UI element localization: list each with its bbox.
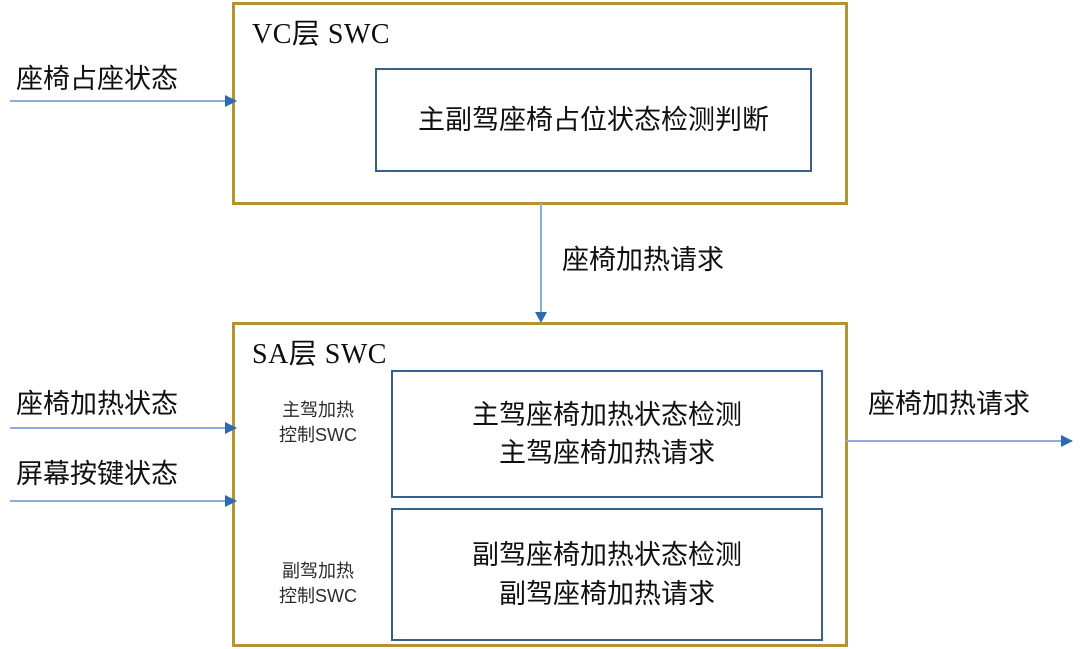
vc-layer-title: VC层 SWC — [252, 19, 391, 50]
driver-heating-swc-label-line2: 控制SWC — [279, 424, 357, 445]
arrow-screen-key-status — [10, 495, 237, 507]
driver-seat-heating-request-text: 主驾座椅加热请求 — [499, 438, 715, 468]
seat-occupancy-detection-block: 主副驾座椅占位状态检测判断 — [375, 68, 812, 172]
driver-seat-heating-state-detection-text: 主驾座椅加热状态检测 — [472, 399, 742, 430]
sa-layer-title: SA层 SWC — [252, 339, 387, 370]
signal-label-seat-heating-status: 座椅加热状态 — [16, 389, 178, 419]
passenger-heating-swc-label-line2: 控制SWC — [279, 585, 357, 606]
driver-heating-swc-label-line1: 主驾加热 — [282, 400, 354, 420]
arrow-seat-occupancy-status — [10, 95, 237, 107]
signal-label-seat-heating-request-output: 座椅加热请求 — [868, 389, 1030, 419]
signal-label-seat-heating-request-internal: 座椅加热请求 — [562, 245, 724, 275]
driver-seat-heating-block: 主驾座椅加热状态检测 主驾座椅加热请求 — [391, 370, 823, 498]
passenger-seat-heating-request-text: 副驾座椅加热请求 — [499, 578, 715, 609]
passenger-heating-swc-label-line1: 副驾加热 — [282, 561, 354, 581]
passenger-seat-heating-block: 副驾座椅加热状态检测 副驾座椅加热请求 — [391, 508, 823, 641]
passenger-heating-swc-label: 副驾加热 控制SWC — [258, 559, 378, 609]
signal-label-screen-key-status: 屏幕按键状态 — [16, 459, 178, 489]
arrow-seat-heating-request-output — [846, 435, 1073, 447]
arrow-vc-layer-to-sa-layer — [535, 203, 547, 323]
arrow-seat-heating-status — [10, 422, 237, 434]
driver-heating-swc-label: 主驾加热 控制SWC — [258, 398, 378, 448]
signal-label-seat-occupancy-status: 座椅占座状态 — [16, 64, 178, 94]
passenger-seat-heating-state-detection-text: 副驾座椅加热状态检测 — [472, 540, 742, 571]
seat-occupancy-detection-text: 主副驾座椅占位状态检测判断 — [418, 104, 769, 135]
